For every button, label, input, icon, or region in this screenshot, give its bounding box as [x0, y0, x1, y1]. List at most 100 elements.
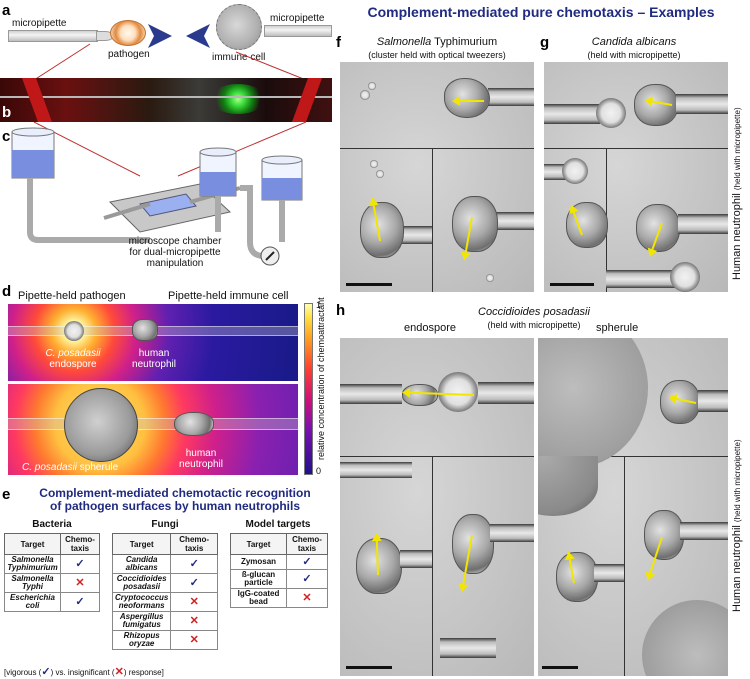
table-row: Cryptococcus neoformans✕ — [111, 592, 218, 612]
cross-icon: ✕ — [170, 611, 218, 631]
sim-top-cell-label: human neutrophil — [124, 348, 184, 370]
panel-h-neutrophil-2 — [356, 538, 402, 594]
colorbar-label: relative concentration of chemoattractan… — [316, 297, 326, 460]
sim-bot-pathogen-italic: C. posadasii — [22, 462, 78, 473]
table-row: Escherichia coli✓ — [4, 592, 100, 612]
panel-g-divider-h — [544, 148, 728, 149]
header-target: Target — [230, 533, 287, 555]
table-row: Candida albicans✓ — [111, 554, 218, 574]
sim-bot-cell-label: human neutrophil — [176, 448, 226, 470]
panel-g-pipette-3 — [678, 214, 728, 234]
photo-red-mount-left — [21, 78, 53, 122]
panel-g-pipette-yeast-1 — [544, 104, 600, 124]
panel-f-bacteria-2 — [368, 82, 376, 90]
arrow-right-icon — [148, 24, 172, 48]
chamber-label: microscope chamber for dual-micropipette… — [110, 236, 240, 269]
sim-top-pathogen-label-2: endospore — [49, 359, 97, 370]
chamber-label-line1: microscope chamber — [128, 236, 222, 247]
target-name: Aspergillus fumigatus — [111, 611, 172, 631]
panel-g-scalebar — [550, 283, 594, 286]
panel-h-spherule-micrograph — [538, 338, 728, 676]
table-row: Rhizopus oryzae✕ — [111, 630, 218, 650]
panel-h-spherule-3 — [642, 600, 728, 676]
sim-bot-pathogen-rest: spherule — [77, 462, 119, 473]
colorbar-min: 0 — [316, 466, 322, 476]
panel-h-endospore-pipette-2 — [340, 462, 412, 478]
panel-e-title: Complement-mediated chemotactic recognit… — [20, 487, 330, 513]
panel-f-bacteria-1 — [360, 90, 370, 100]
immune-cell-label: immune cell — [212, 52, 266, 63]
panel-h-spherule-label: spherule — [596, 322, 639, 334]
table-row: Salmonella Typhimurium✓ — [4, 554, 100, 574]
pipette-held-immune-cell-header: Pipette-held immune cell — [168, 290, 289, 302]
panel-f-bacteria-5 — [486, 274, 494, 282]
side-label-g-main: Human neutrophil — [731, 193, 743, 280]
panel-h-pipette-2 — [400, 550, 432, 568]
panel-h-left-divider-h — [340, 456, 534, 457]
panel-label-b: b — [2, 104, 12, 121]
panel-h-spherule-2 — [538, 456, 598, 516]
table-row: Coccidioides posadasii✓ — [111, 573, 218, 593]
panel-f-neutrophil-1 — [444, 78, 490, 118]
panel-h-endospore-pipette-3 — [440, 638, 496, 658]
panel-e-legend: [vigorous (✓) vs. insignificant (✕) resp… — [4, 665, 164, 678]
right-micropipette — [264, 25, 332, 37]
chemoattractant-colorbar — [304, 303, 313, 475]
target-name: Zymosan — [230, 554, 287, 570]
panel-h-endospore-pipette-1 — [340, 384, 402, 404]
target-name: Candida albicans — [111, 554, 172, 574]
panel-label-e: e — [2, 486, 11, 503]
cross-icon: ✕ — [170, 630, 218, 650]
panel-h-pipette-3 — [490, 524, 534, 542]
micropipette-label-right: micropipette — [270, 13, 325, 24]
sim-bot-cell-label-2: neutrophil — [179, 459, 223, 470]
right-column-title: Complement-mediated pure chemotaxis – Ex… — [367, 4, 715, 20]
panel-h-right-divider-v — [624, 456, 625, 676]
panel-g-pipette-1 — [676, 94, 728, 114]
panel-label-g: g — [540, 34, 550, 51]
check-icon: ✓ — [286, 569, 328, 589]
cross-icon: ✕ — [170, 592, 218, 612]
sim-bot-neutrophil — [174, 412, 214, 436]
panel-a-guide-lines — [33, 43, 307, 80]
panel-label-f: f — [336, 34, 341, 51]
panel-f-pipette-3 — [496, 212, 534, 230]
sim-top-neutrophil — [132, 319, 158, 341]
panel-h-subtitle: (held with micropipette) — [487, 320, 581, 330]
panel-h-left-scalebar — [346, 666, 392, 669]
sim-bot-spherule — [64, 388, 138, 462]
panel-g-micrograph — [544, 62, 728, 292]
target-name: Salmonella Typhi — [4, 573, 61, 593]
panel-h-pipette-1 — [478, 382, 534, 404]
chamber-label-line2: for dual-micropipette — [129, 247, 221, 258]
chamber-label-line3: manipulation — [146, 258, 204, 269]
header-target: Target — [4, 533, 61, 555]
simulation-endospore: C. posadasii endospore human neutrophil — [8, 304, 298, 381]
panel-e-title-line1: Complement-mediated chemotactic recognit… — [39, 486, 311, 500]
panel-f-divider-v — [432, 148, 433, 292]
group-model-targets: Model targets — [245, 519, 311, 530]
immune-cell-icon — [216, 4, 262, 50]
panel-f-micrograph — [340, 62, 534, 292]
panel-h-endospore-micrograph — [340, 338, 534, 676]
target-name: Salmonella Typhimurium — [4, 554, 61, 574]
target-name: IgG-coated bead — [230, 588, 287, 608]
target-name: Escherichia coli — [4, 592, 61, 612]
panel-h-spherule-pipette-1 — [698, 390, 728, 412]
check-icon: ✓ — [286, 554, 328, 570]
laser-glow — [210, 84, 266, 114]
table-row: Salmonella Typhi✕ — [4, 573, 100, 593]
target-name: Coccidioides posadasii — [111, 573, 172, 593]
panel-f-pipette-2 — [400, 226, 432, 244]
setup-photo — [0, 78, 332, 122]
panel-g-title: Candida albicans — [591, 36, 677, 48]
panel-f-title-italic: Salmonella — [376, 36, 432, 48]
sim-top-pathogen-label: C. posadasii endospore — [28, 348, 118, 370]
legend-cross-icon: ✕ — [114, 666, 124, 678]
header-chemotaxis: Chemo-taxis — [60, 533, 100, 555]
sim-top-pathogen-label-1: C. posadasii — [45, 348, 101, 359]
panel-f-neutrophil-3 — [452, 196, 498, 252]
